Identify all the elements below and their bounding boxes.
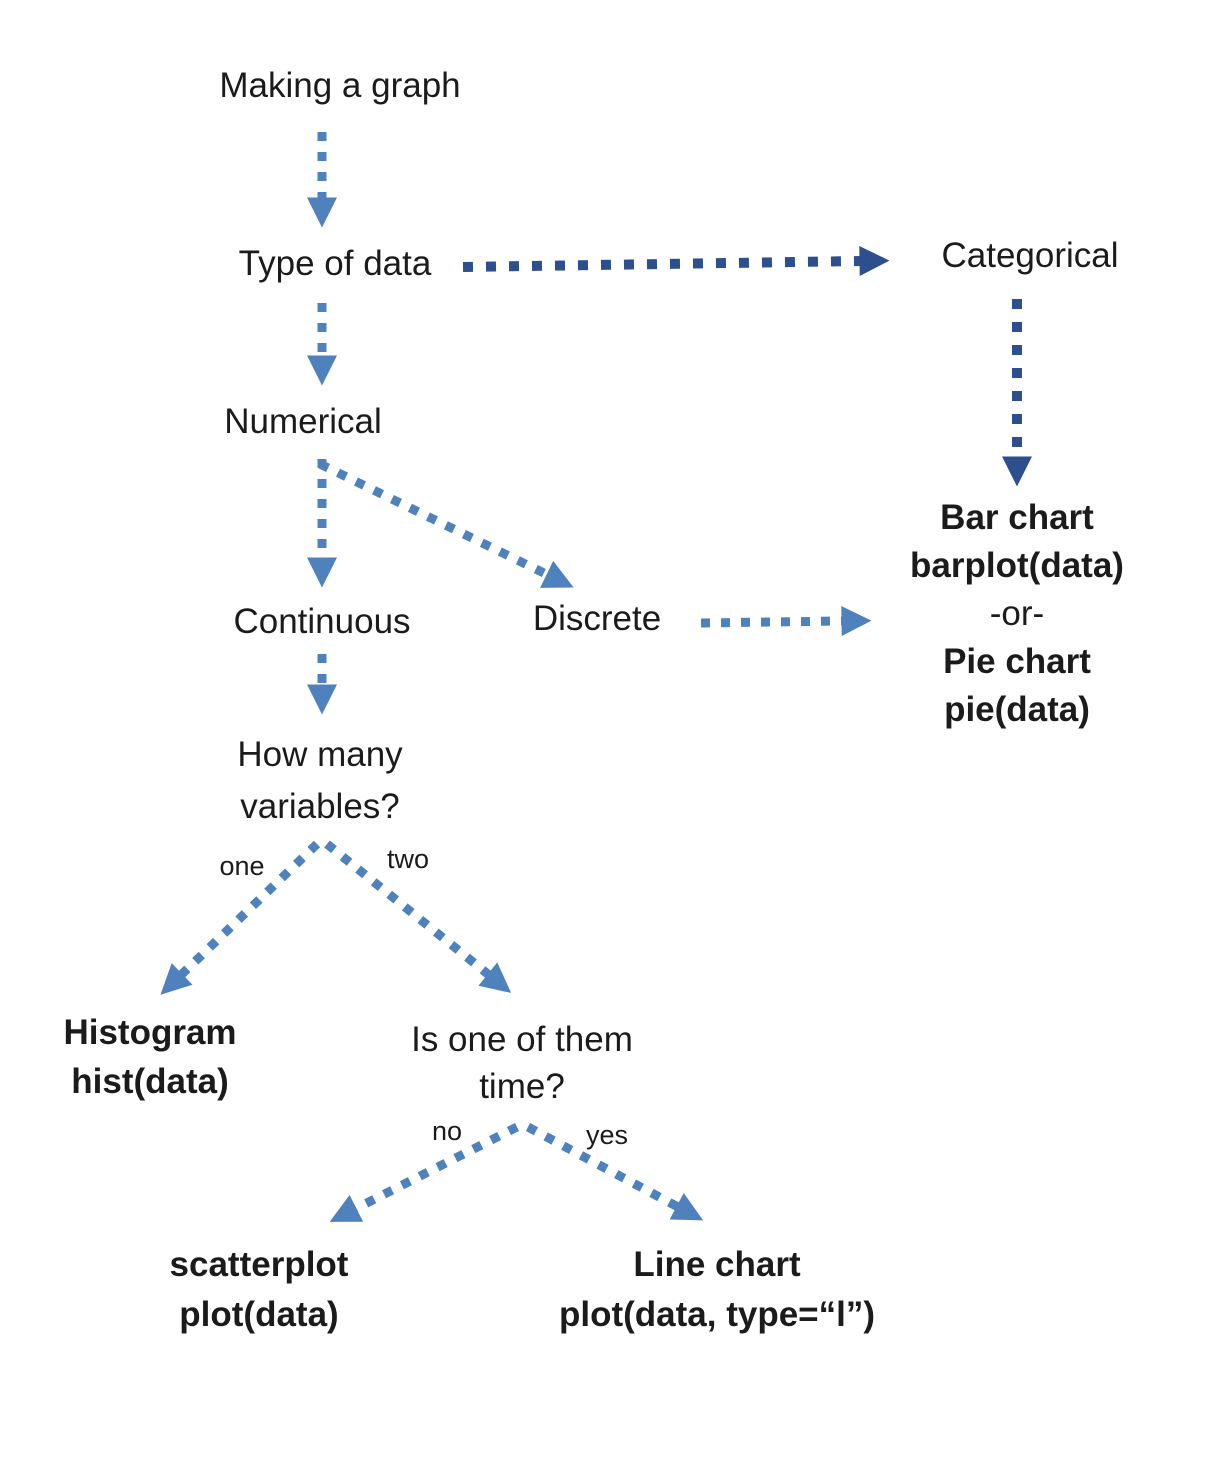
scatterplot-label: scatterplot — [169, 1245, 349, 1284]
hist-code-label: hist(data) — [71, 1062, 229, 1101]
node-bar-pie-chart: Bar chart barplot(data) -or- Pie chart p… — [910, 494, 1124, 734]
node-categorical: Categorical — [941, 236, 1119, 275]
arrow-is-time-to-line-chart — [525, 1123, 704, 1221]
barplot-code-label: barplot(data) — [910, 546, 1124, 585]
histogram-label: Histogram — [63, 1013, 237, 1052]
arrow-numerical-to-discrete — [318, 459, 574, 588]
node-how-many-variables: How many variables? — [237, 729, 402, 833]
line-chart-label: Line chart — [633, 1245, 801, 1284]
plot-code-label: plot(data) — [179, 1295, 339, 1334]
is-time-line2: time? — [479, 1067, 565, 1106]
edge-label-one: one — [219, 851, 265, 881]
bar-chart-label: Bar chart — [940, 498, 1094, 537]
pie-code-label: pie(data) — [944, 690, 1090, 729]
node-continuous: Continuous — [233, 602, 411, 641]
pie-chart-label: Pie chart — [943, 642, 1091, 681]
node-is-one-of-them-time: Is one of them time? — [411, 1016, 633, 1110]
node-making-a-graph: Making a graph — [219, 66, 461, 105]
node-numerical: Numerical — [224, 402, 382, 441]
edge-label-two: two — [386, 844, 430, 874]
edge-label-no: no — [431, 1116, 463, 1146]
how-many-line2: variables? — [240, 787, 400, 826]
line-plot-code-label: plot(data, type=“l”) — [559, 1295, 875, 1334]
arrow-discrete-to-bar-pie — [700, 606, 872, 637]
is-time-line1: Is one of them — [411, 1020, 633, 1059]
edge-label-yes: yes — [585, 1120, 629, 1150]
node-discrete: Discrete — [532, 599, 662, 638]
or-label: -or- — [989, 594, 1045, 633]
node-histogram: Histogram hist(data) — [63, 1008, 236, 1106]
node-type-of-data: Type of data — [238, 244, 432, 283]
arrow-type-of-data-to-categorical — [462, 246, 890, 277]
node-scatterplot: scatterplot plot(data) — [170, 1240, 349, 1340]
node-line-chart: Line chart plot(data, type=“l”) — [559, 1240, 875, 1340]
how-many-line1: How many — [237, 735, 403, 774]
arrow-how-many-to-is-time — [324, 840, 512, 993]
